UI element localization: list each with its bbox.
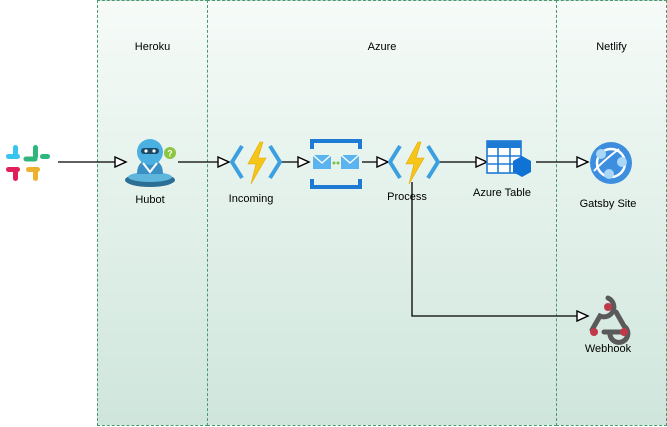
azure-function-incoming-icon bbox=[230, 141, 282, 185]
zone-heroku-title: Heroku bbox=[134, 41, 171, 53]
slack-icon bbox=[6, 145, 50, 181]
zone-netlify-title: Netlify bbox=[596, 41, 627, 53]
azure-static-web-app-icon bbox=[590, 142, 632, 184]
webhook-label: Webhook bbox=[584, 343, 632, 355]
zone-heroku: Heroku bbox=[97, 0, 208, 426]
azure-table-label: Azure Table bbox=[473, 187, 531, 199]
hubot-icon: ? bbox=[125, 139, 176, 187]
azure-table-icon bbox=[486, 140, 531, 177]
incoming-label: Incoming bbox=[228, 193, 274, 205]
azure-queue-icon bbox=[310, 139, 362, 189]
zone-netlify: Netlify bbox=[556, 0, 667, 426]
edge-process-webhook bbox=[411, 182, 588, 316]
process-label: Process bbox=[387, 191, 427, 203]
zone-azure-title: Azure bbox=[367, 41, 397, 53]
azure-function-process-icon bbox=[388, 141, 440, 185]
gatsby-site-label: Gatsby Site bbox=[579, 198, 637, 210]
hubot-label: Hubot bbox=[135, 194, 165, 206]
connectors bbox=[58, 162, 588, 316]
webhook-icon bbox=[589, 295, 631, 345]
zone-azure: Azure bbox=[207, 0, 557, 426]
svg-text:?: ? bbox=[167, 149, 173, 159]
